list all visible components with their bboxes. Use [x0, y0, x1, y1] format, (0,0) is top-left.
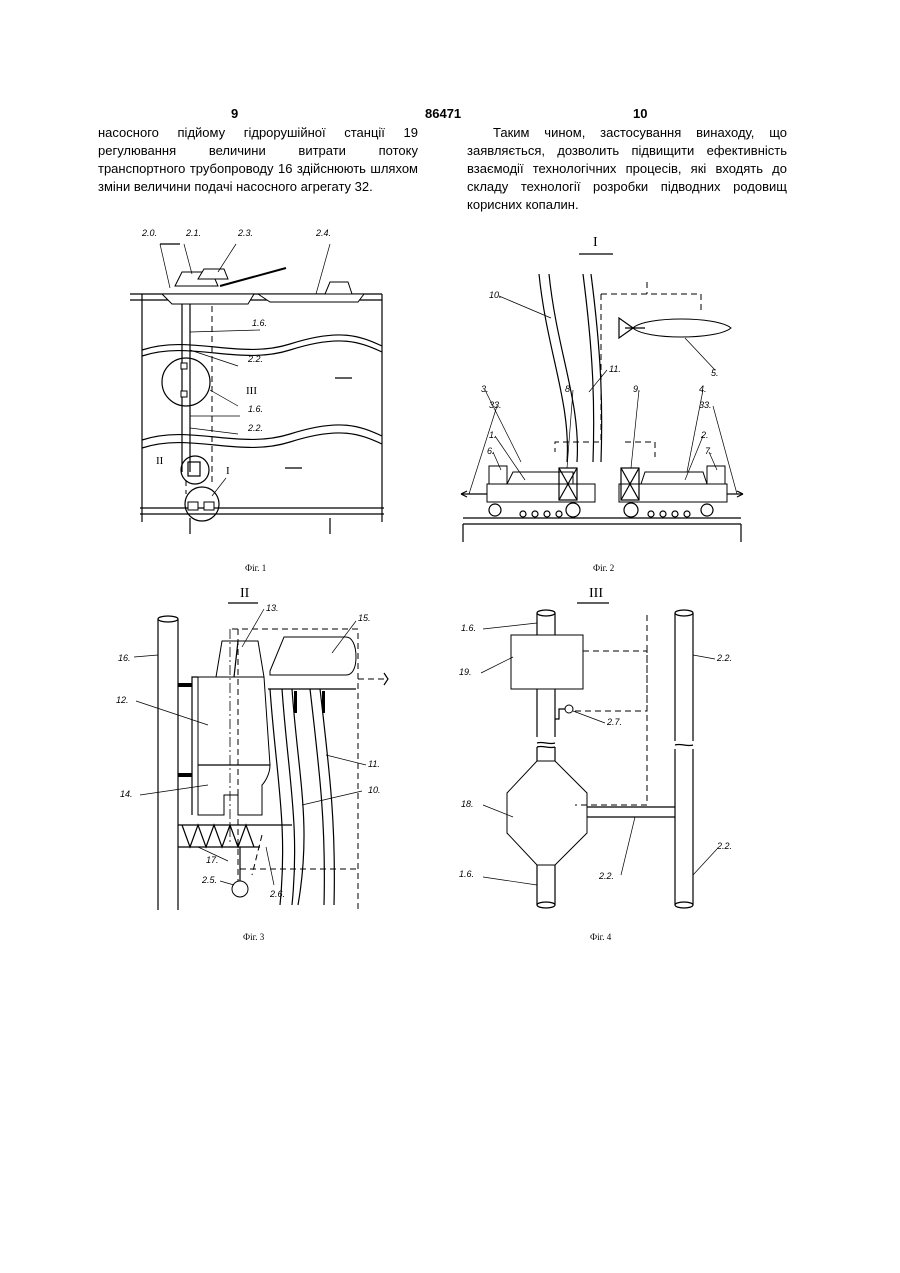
label-8: 8. [565, 384, 573, 394]
label-10: 10. [489, 290, 502, 300]
figure-2: I 10. 11. 5. 3. 33. 8. 9 [455, 232, 755, 547]
figure-2-drawing: I 10. 11. 5. 3. 33. 8. 9 [455, 232, 755, 547]
label-18: 18. [461, 799, 474, 809]
label-roman-III: III [589, 586, 603, 601]
figure-3: II 13. 15. 16. 12. 11. 10. [112, 585, 412, 915]
label-15: 15. [358, 613, 371, 623]
label-I: I [226, 465, 230, 477]
figure-4-caption: Фіг. 4 [590, 932, 611, 942]
feeder [216, 641, 264, 677]
figure-4-drawing: III 1.6. 19. 2.2. 2.7. 18. 2.2. 2.2. 1.6… [455, 585, 755, 915]
figure-3-drawing: II 13. 15. 16. 12. 11. 10. [112, 585, 412, 915]
label-11: 11. [609, 364, 621, 374]
figure-1-drawing: 2.0. 2.1. 2.3. 2.4. 1.6. 2.2. III 1.6. 2… [120, 222, 400, 547]
label-2-1: 2.1. [185, 228, 201, 238]
label-2-2-mid: 2.2. [598, 871, 614, 881]
pump-25 [232, 881, 248, 897]
label-2-0: 2.0. [141, 228, 157, 238]
label-12: 12. [116, 695, 129, 705]
barge-hull [258, 294, 364, 302]
label-1-6-lower: 1.6. [248, 404, 263, 414]
label-4: 4. [699, 384, 707, 394]
label-II: II [156, 455, 164, 467]
hopper [198, 677, 270, 815]
label-roman-I: I [593, 235, 598, 250]
label-2-6: 2.6. [269, 889, 285, 899]
label-2-7: 2.7. [606, 717, 622, 727]
label-1-6-top: 1.6. [461, 623, 476, 633]
label-2-4: 2.4. [315, 228, 331, 238]
right-column-text: Таким чином, застосування винаходу, що з… [467, 124, 787, 214]
page-number-right: 10 [633, 106, 647, 121]
patent-number: 86471 [425, 106, 461, 121]
label-10: 10. [368, 785, 381, 795]
label-33-right: 33. [699, 400, 712, 410]
label-3: 3. [481, 384, 489, 394]
left-column-text: насосного підйому гідрорушійної станції … [98, 124, 418, 196]
separator-18 [507, 761, 587, 865]
label-11: 11. [368, 759, 380, 769]
unit-15 [270, 637, 356, 675]
label-14: 14. [120, 789, 133, 799]
left-paragraph: насосного підйому гідрорушійної станції … [98, 124, 418, 196]
figure-2-caption: Фіг. 2 [593, 563, 614, 573]
label-1-6-bottom: 1.6. [459, 869, 474, 879]
label-roman-II: II [240, 586, 250, 601]
label-5: 5. [711, 368, 719, 378]
label-III: III [246, 385, 257, 397]
label-2-3: 2.3. [237, 228, 253, 238]
page-number-left: 9 [231, 106, 238, 121]
figure-4: III 1.6. 19. 2.2. 2.7. 18. 2.2. 2.2. 1.6… [455, 585, 755, 915]
label-1-6-upper: 1.6. [252, 318, 267, 328]
label-16: 16. [118, 653, 131, 663]
figure-1-caption: Фіг. 1 [245, 563, 266, 573]
station-II [181, 456, 209, 484]
label-2: 2. [700, 430, 709, 440]
label-2-2-upper: 2.2. [247, 354, 263, 364]
figure-1: 2.0. 2.1. 2.3. 2.4. 1.6. 2.2. III 1.6. 2… [120, 222, 400, 547]
label-2-5: 2.5. [201, 875, 217, 885]
label-7: 7. [705, 446, 713, 456]
label-33-left: 33. [489, 400, 502, 410]
label-17: 17. [206, 855, 219, 865]
label-2-2-top: 2.2. [716, 653, 732, 663]
label-2-2-right: 2.2. [716, 841, 732, 851]
label-19: 19. [459, 667, 472, 677]
label-6: 6. [487, 446, 495, 456]
right-paragraph: Таким чином, застосування винаходу, що з… [467, 124, 787, 214]
dredger-hull [162, 294, 254, 304]
label-9: 9. [633, 384, 641, 394]
label-13: 13. [266, 603, 279, 613]
underwater-vehicle [633, 319, 731, 337]
station-19 [511, 635, 583, 689]
sensor-27 [565, 705, 573, 713]
label-1: 1. [489, 430, 497, 440]
figure-3-caption: Фіг. 3 [243, 932, 264, 942]
label-2-2-lower: 2.2. [247, 423, 263, 433]
